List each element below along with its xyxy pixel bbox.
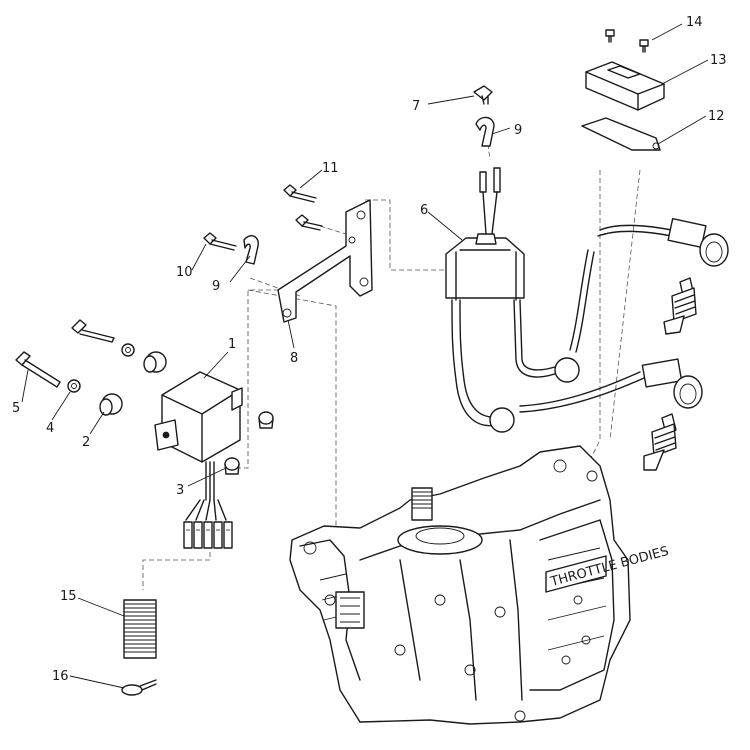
callout-9-left: 9 <box>212 279 220 294</box>
crankshaft-top <box>397 487 483 555</box>
callout-13: 13 <box>710 53 727 68</box>
callout-labels: 1 2 3 4 5 6 7 8 9 9 10 11 12 13 14 15 16 <box>12 15 727 684</box>
bolt-part-5 <box>15 319 115 388</box>
callout-4: 4 <box>46 421 54 436</box>
spark-plug-upper <box>663 277 697 335</box>
callout-14: 14 <box>686 15 703 30</box>
tape-part-15 <box>123 599 157 659</box>
washer-part-4 <box>67 343 135 393</box>
collar-part-3 <box>224 411 274 475</box>
cable-tie-part-16 <box>121 679 157 696</box>
clamp-part-9-left <box>243 235 259 265</box>
spark-plug-cap-upper <box>554 218 729 383</box>
callout-6: 6 <box>420 203 428 218</box>
grommet-part-2 <box>99 351 167 416</box>
callout-16: 16 <box>52 669 69 684</box>
callout-10: 10 <box>176 265 193 280</box>
bolt-part-10 <box>203 232 237 251</box>
callout-12: 12 <box>708 109 725 124</box>
plate-part-12 <box>581 117 661 151</box>
engine-block <box>289 445 631 725</box>
clamp-part-9-top <box>475 116 495 147</box>
wire-connector <box>183 499 233 549</box>
bracket-part-8 <box>277 199 373 323</box>
cdi-unit-part-1 <box>154 371 243 501</box>
spark-plug-lower <box>643 413 677 471</box>
callout-15: 15 <box>60 589 77 604</box>
callout-2: 2 <box>82 435 90 450</box>
callout-11: 11 <box>322 161 339 176</box>
callout-1: 1 <box>228 337 236 352</box>
callout-5: 5 <box>12 401 20 416</box>
ignition-coil-part-6 <box>445 167 561 427</box>
spark-plug-cap-lower <box>489 358 703 433</box>
callout-9-top: 9 <box>514 123 522 138</box>
callout-3: 3 <box>176 483 184 498</box>
cover-part-13 <box>585 61 665 111</box>
callout-7: 7 <box>412 99 420 114</box>
callout-8: 8 <box>290 351 298 366</box>
bolt-part-11 <box>283 184 323 231</box>
screw-part-14 <box>605 29 649 53</box>
leader-lines <box>21 23 709 689</box>
bolt-part-7 <box>473 85 493 105</box>
